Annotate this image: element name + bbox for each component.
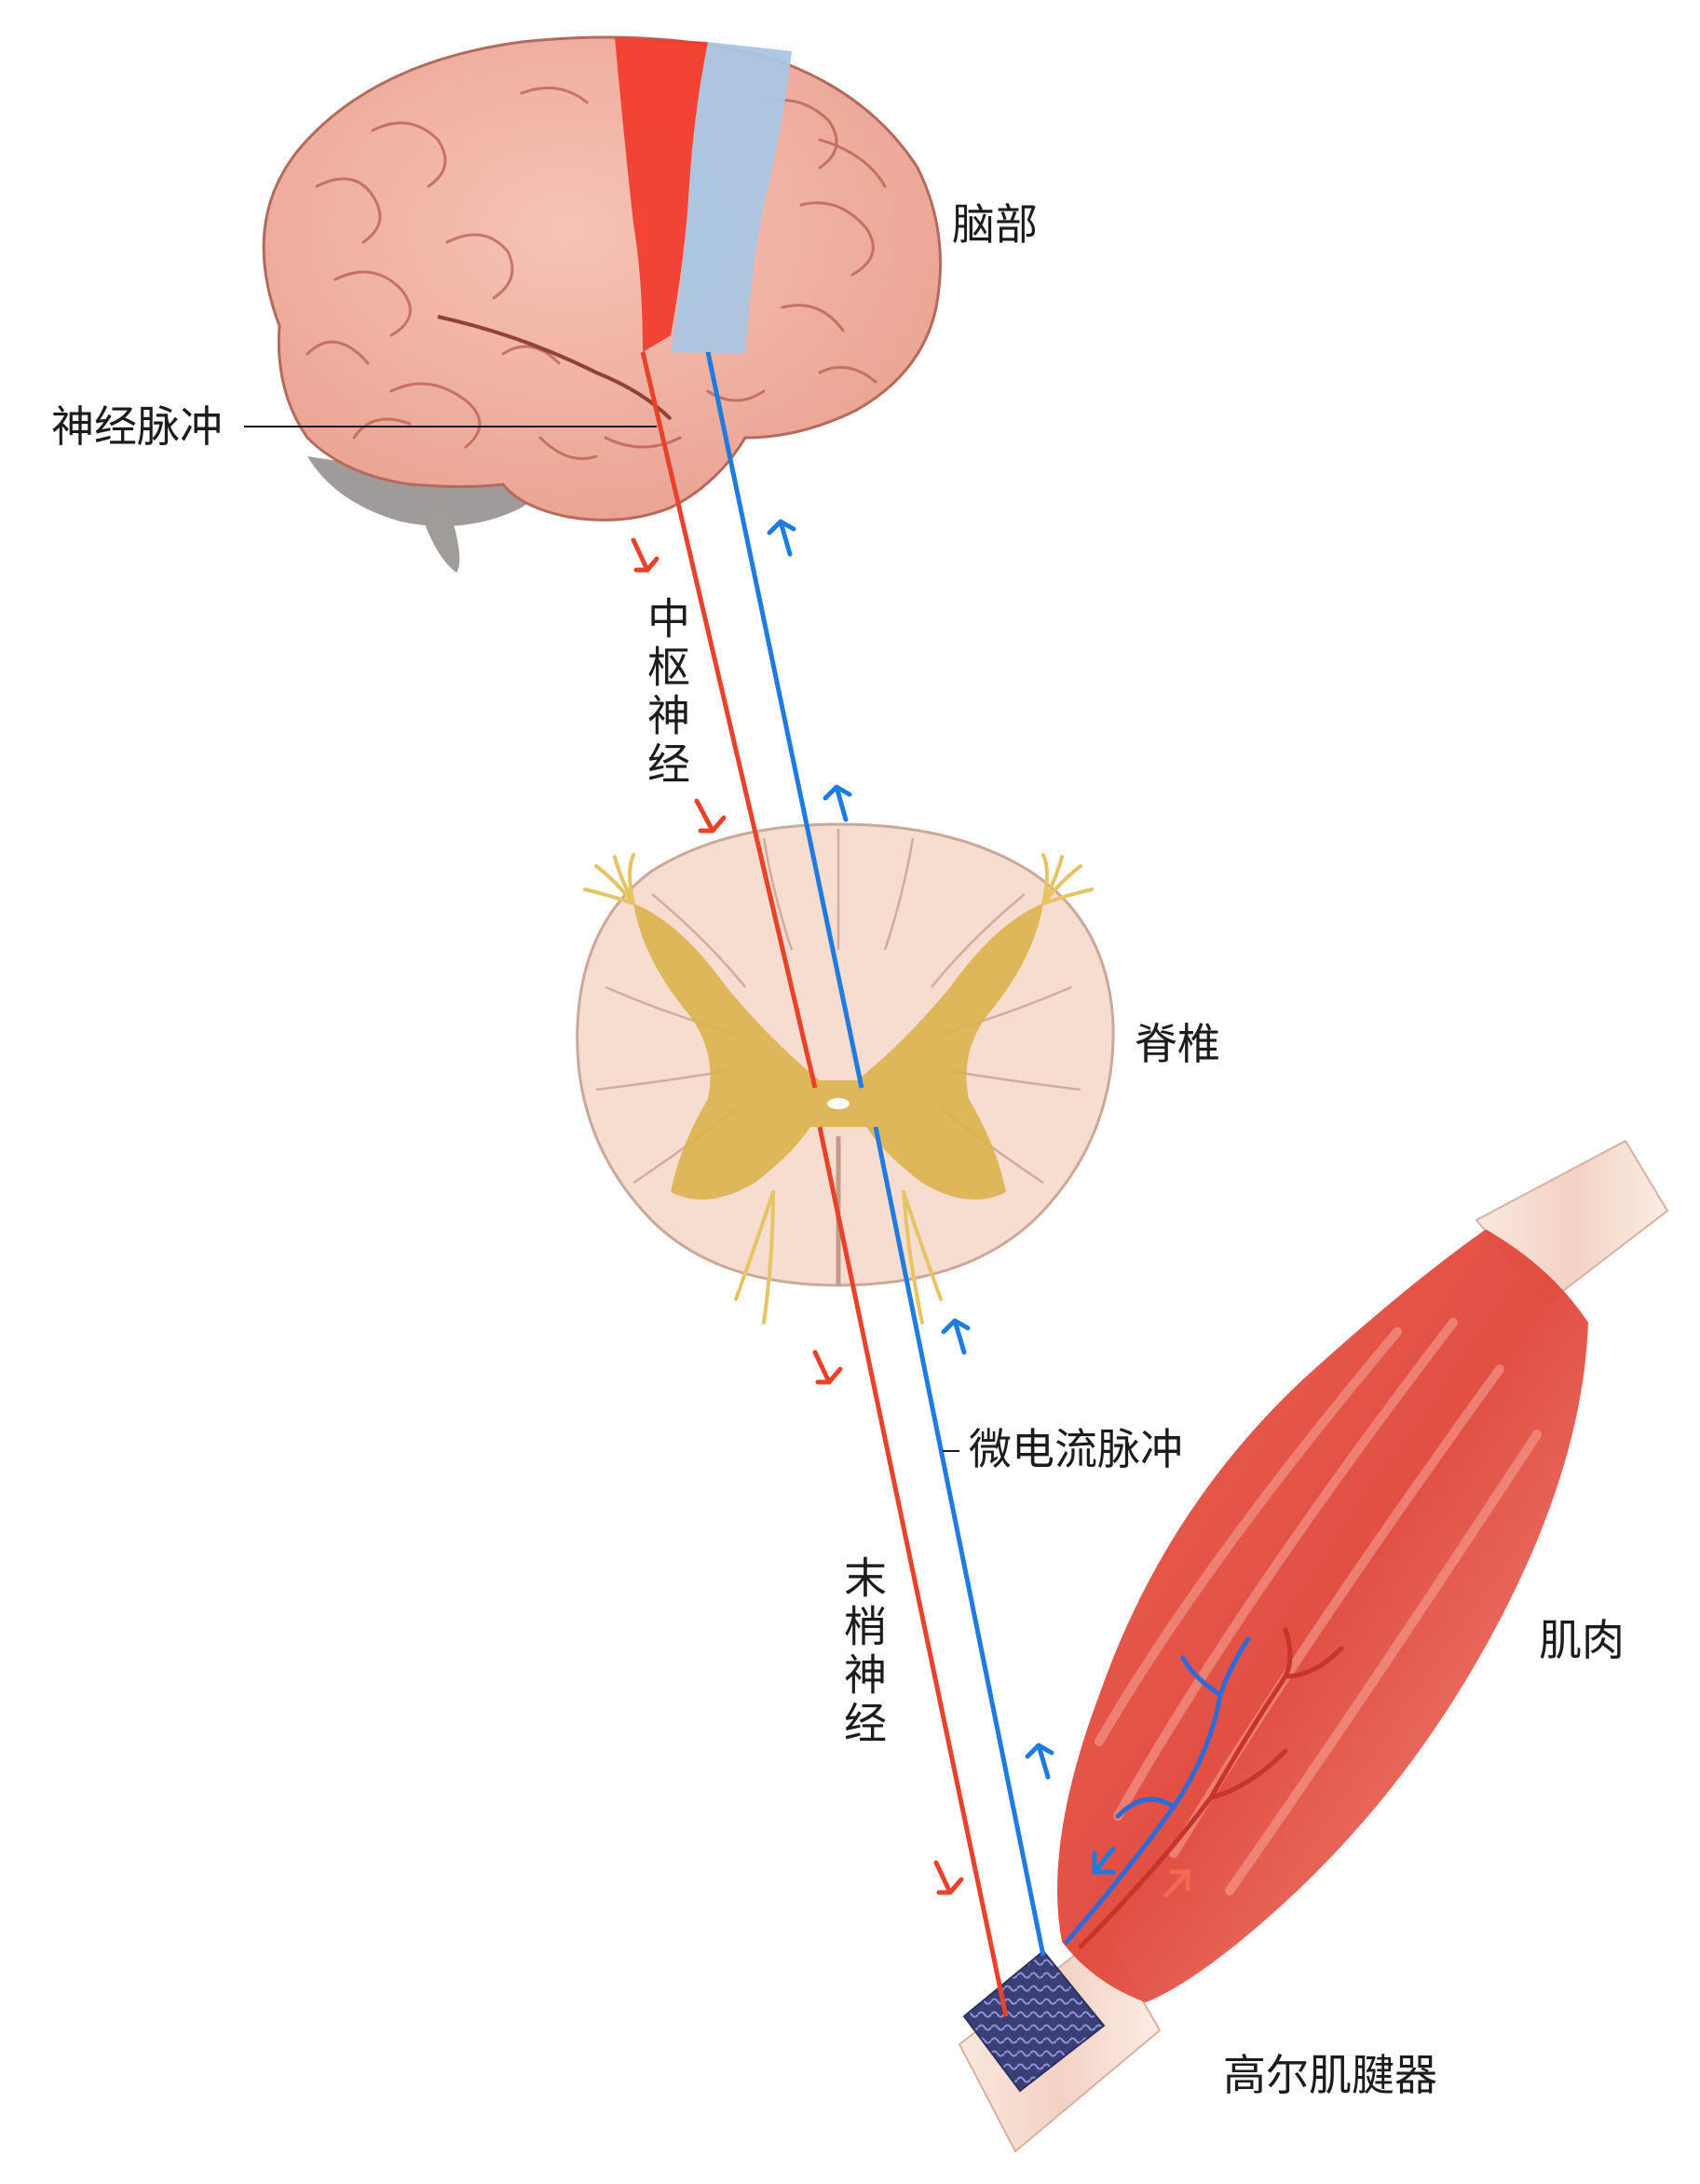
central-nerve-line (640, 351, 818, 1089)
spinal-grey-matter (633, 903, 1043, 1200)
label-spine: 脊椎 (1135, 1019, 1220, 1069)
afferent-pathway (705, 351, 1046, 1957)
ascending-line (705, 351, 864, 1089)
blue-up-arrow-icon (767, 519, 1054, 1780)
peripheral-nerve-line (817, 1126, 1009, 2017)
label-nerve-impulse: 神经脉冲 (51, 401, 223, 452)
label-peripheral-nerve: 末梢神经 (837, 1555, 888, 1749)
motor-cortex (615, 37, 708, 352)
blue-arrow-muscle (1092, 1846, 1116, 1875)
label-muscle: 肌肉 (1539, 1615, 1625, 1665)
label-central-nerve: 中枢神经 (641, 596, 691, 790)
spinal-white-matter (576, 822, 1115, 1287)
afferent-nerve-branch (1064, 1636, 1251, 1945)
cerebrum (262, 35, 942, 522)
spinal-cord (576, 822, 1115, 1324)
red-down-arrow-icon (631, 537, 964, 1895)
label-golgi-tendon-organ: 高尔肌腱器 (1223, 2050, 1437, 2100)
brain (262, 35, 942, 573)
label-brain: 脑部 (952, 199, 1038, 250)
sensory-cortex (671, 42, 792, 354)
lateral-sulcus (437, 315, 673, 421)
brainstem (424, 503, 460, 573)
orange-arrow-muscle (1163, 1869, 1190, 1898)
sensory-line (873, 1126, 1046, 1957)
muscle (958, 1139, 1669, 2153)
central-canal (827, 1098, 850, 1109)
label-microcurrent-pulse: 微电流脉冲 (969, 1424, 1183, 1474)
efferent-pathway (640, 351, 1009, 2017)
golgi-receptor (962, 1949, 1106, 2093)
efferent-nerve-branch (1078, 1627, 1344, 1949)
